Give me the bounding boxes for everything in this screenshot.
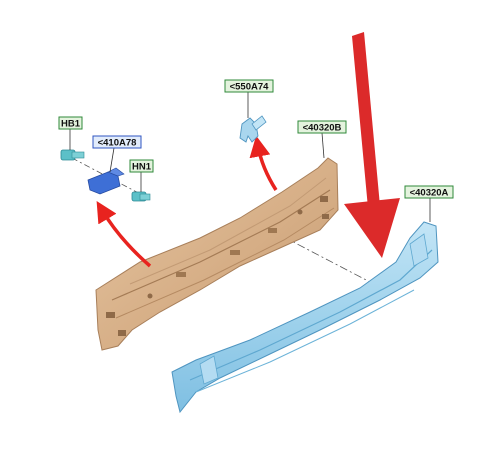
clip-icon — [239, 115, 267, 143]
label-hn1: HN1 — [129, 159, 154, 173]
label-outer-reinforcement: <40320A — [404, 185, 454, 199]
label-hn1-text: HN1 — [132, 162, 152, 173]
arrow-to-clip — [249, 135, 278, 191]
arrow-to-bracket — [96, 200, 152, 268]
label-hb1-text: HB1 — [61, 119, 81, 130]
big-red-arrow — [344, 32, 400, 258]
outer-reinforcement-beam — [171, 221, 439, 414]
label-hb1: HB1 — [58, 116, 83, 130]
label-clip: <550A74 — [224, 79, 274, 93]
label-outer-reinforcement-text: <40320A — [410, 188, 449, 199]
bracket-icon — [87, 167, 125, 195]
bolt-icon — [60, 149, 85, 161]
label-inner-reinforcement-text: <40320B — [303, 123, 342, 134]
label-bracket-text: <410A78 — [98, 138, 137, 149]
leader-lines — [69, 92, 431, 222]
inner-reinforcement-panel — [95, 157, 339, 351]
nut-icon — [131, 191, 151, 202]
label-inner-reinforcement: <40320B — [297, 120, 347, 134]
label-bracket: <410A78 — [92, 135, 142, 149]
label-clip-text: <550A74 — [230, 82, 270, 93]
